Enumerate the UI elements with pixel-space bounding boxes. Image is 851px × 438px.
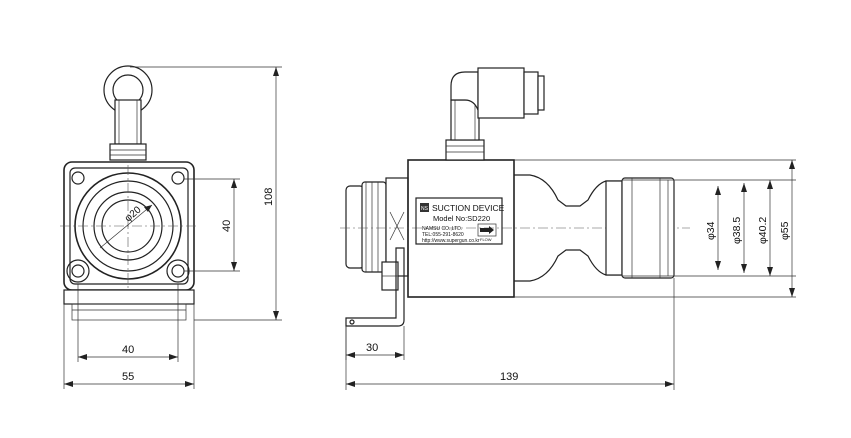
side-dimensions: 30 139 φ34 φ38.5 φ40.2 φ55 bbox=[345, 159, 796, 390]
plate-tel: TEL:055-291-8620 bbox=[422, 232, 464, 238]
name-plate: NS SUCTION DEVICE Model No:SD220 NAMSU C… bbox=[415, 197, 505, 245]
front-flange-body bbox=[60, 161, 198, 291]
front-bore-diameter-label: φ20 bbox=[123, 204, 144, 224]
front-horizontal-spacing-label: 40 bbox=[122, 344, 134, 356]
side-d1-label: φ34 bbox=[705, 221, 717, 240]
plate-model: Model No:SD220 bbox=[433, 214, 490, 223]
plate-web: http://www.supergun.co.kr bbox=[422, 238, 480, 244]
side-d2-label: φ38.5 bbox=[731, 217, 743, 244]
plate-logo: NS bbox=[421, 206, 429, 212]
front-base-plate bbox=[63, 289, 195, 321]
plate-title: SUCTION DEVICE bbox=[432, 203, 505, 213]
plate-flow-text: FLOW bbox=[480, 237, 492, 242]
side-view: NS SUCTION DEVICE Model No:SD220 NAMSU C… bbox=[340, 67, 690, 327]
front-dimensions: 108 40 40 55 bbox=[63, 66, 282, 389]
flow-arrow-icon bbox=[480, 226, 494, 234]
front-width-label: 55 bbox=[122, 371, 134, 383]
front-elbow-fitting bbox=[103, 65, 153, 161]
side-elbow-fitting bbox=[445, 67, 545, 161]
side-thread-end bbox=[345, 177, 409, 277]
side-nozzle bbox=[514, 174, 675, 282]
side-d3-label: φ40.2 bbox=[757, 217, 769, 244]
side-bracket bbox=[345, 247, 405, 327]
plate-company: NAMSU CO.,LTD. bbox=[422, 226, 462, 232]
side-d4-label: φ55 bbox=[779, 221, 791, 240]
front-height-label: 108 bbox=[263, 188, 275, 206]
side-length-label: 139 bbox=[500, 371, 518, 383]
front-view: φ20 bbox=[60, 65, 198, 321]
front-vertical-spacing-label: 40 bbox=[221, 220, 233, 232]
side-bracket-label: 30 bbox=[366, 342, 378, 354]
